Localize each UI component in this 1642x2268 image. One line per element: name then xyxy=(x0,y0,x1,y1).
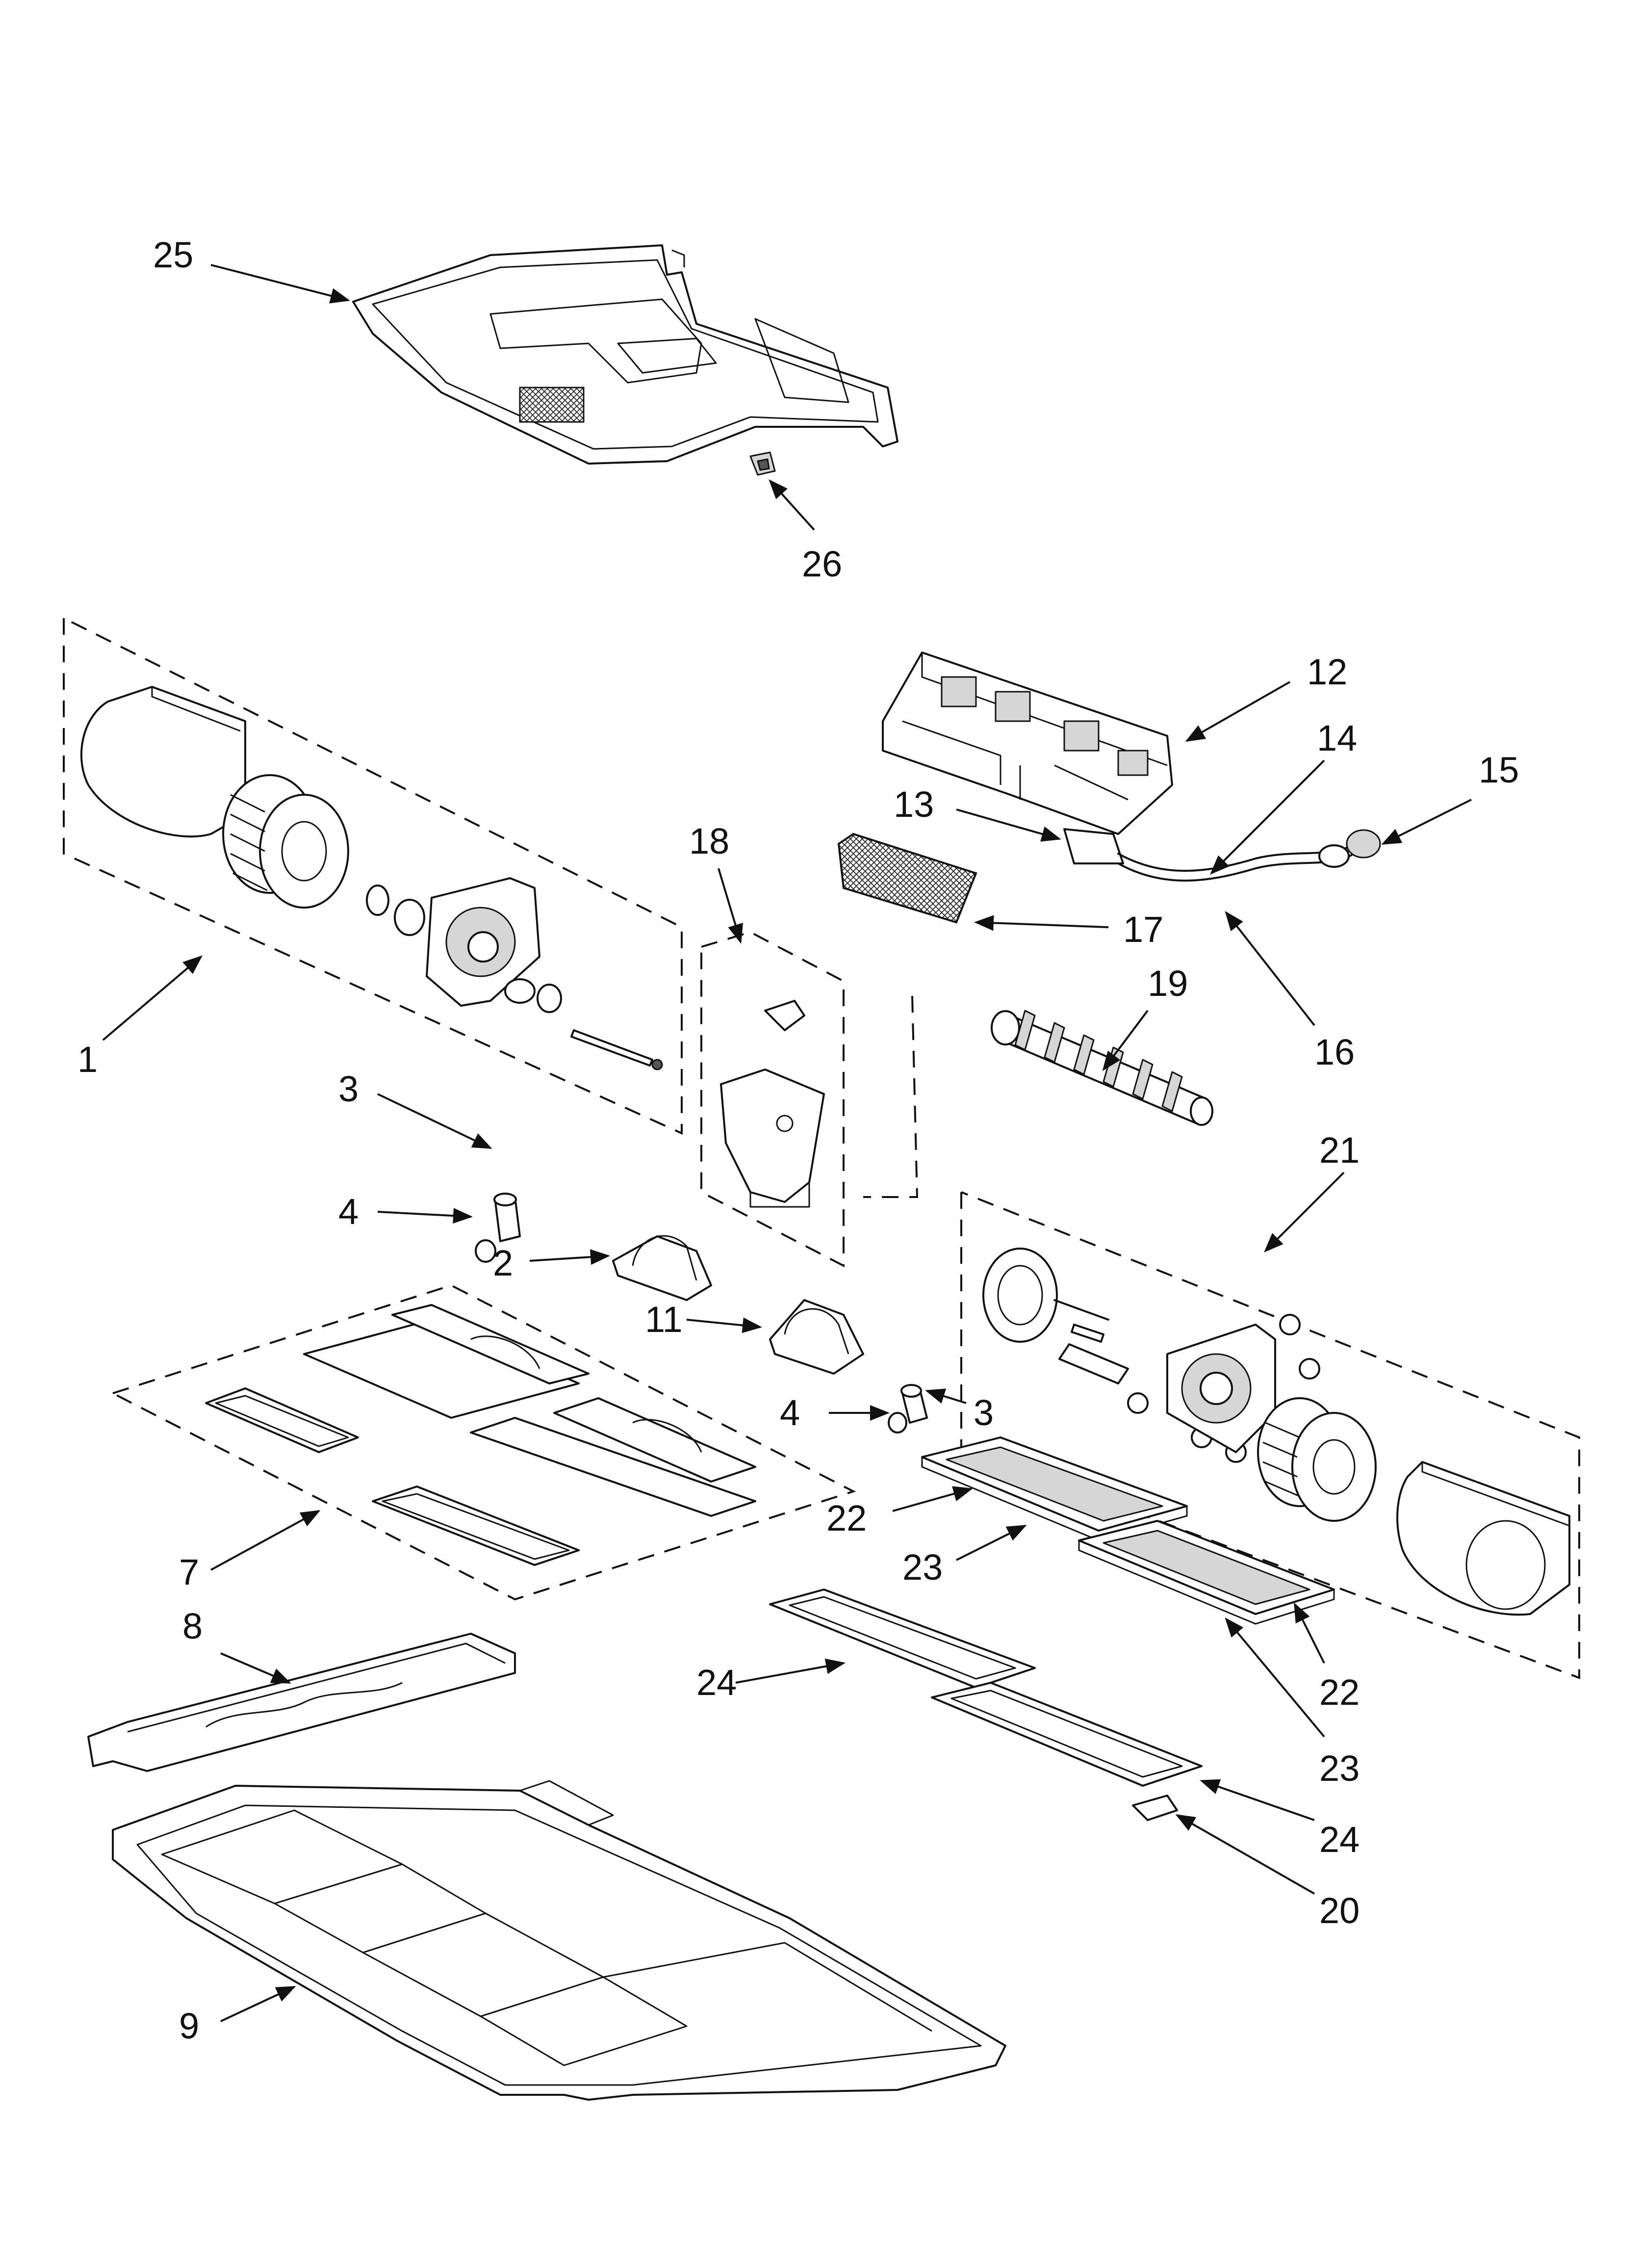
part-17-filter-mesh xyxy=(837,833,977,924)
callout-7: 7 xyxy=(179,1552,199,1592)
callout-26: 26 xyxy=(802,544,842,584)
callout-14: 14 xyxy=(1317,718,1357,758)
arrow-4a xyxy=(377,1208,473,1224)
part-22-23-filter-left xyxy=(921,1436,1188,1541)
callout-24b: 24 xyxy=(1319,1819,1360,1860)
callout-23b: 23 xyxy=(1319,1748,1360,1789)
part-2-duct xyxy=(612,1235,712,1301)
arrow-17 xyxy=(974,915,1109,931)
part-24-frame-left xyxy=(769,1589,1036,1689)
arrow-16 xyxy=(1225,911,1315,1026)
arrow-22b xyxy=(1294,1602,1325,1664)
callout-12: 12 xyxy=(1307,652,1347,692)
callout-3b: 3 xyxy=(974,1392,994,1433)
arrow-1 xyxy=(102,955,203,1041)
callout-21: 21 xyxy=(1319,1130,1360,1171)
callout-17: 17 xyxy=(1123,909,1163,950)
arrow-13 xyxy=(956,808,1061,842)
arrow-19 xyxy=(1102,1010,1149,1071)
callout-2: 2 xyxy=(493,1243,513,1283)
arrow-23a xyxy=(956,1525,1027,1561)
part-13-14-16-harness xyxy=(1063,828,1381,882)
arrow-23b xyxy=(1225,1617,1325,1738)
callout-20: 20 xyxy=(1319,1890,1360,1931)
part-25-top-panel xyxy=(352,244,898,465)
callout-4a: 4 xyxy=(338,1191,359,1232)
arrow-7 xyxy=(210,1510,321,1571)
callout-25: 25 xyxy=(153,235,193,275)
part-11-duct xyxy=(769,1299,864,1375)
group-7-boundary xyxy=(110,1284,856,1601)
part-19-coil xyxy=(991,1010,1213,1126)
callout-22a: 22 xyxy=(826,1498,867,1538)
arrow-21 xyxy=(1264,1172,1345,1252)
callout-22b: 22 xyxy=(1319,1672,1360,1713)
leader-arrows xyxy=(102,264,1472,2022)
part-21-blower-assembly xyxy=(982,1248,1570,1616)
callout-1: 1 xyxy=(77,1039,98,1080)
arrow-24b xyxy=(1200,1779,1315,1821)
arrow-20 xyxy=(1175,1814,1315,1895)
callout-16: 16 xyxy=(1314,1032,1355,1072)
callout-3a: 3 xyxy=(338,1069,359,1109)
part-24-frame-right xyxy=(931,1682,1203,1787)
arrow-25 xyxy=(210,264,350,304)
arrow-11 xyxy=(686,1317,762,1333)
part-3-4-right-pair xyxy=(888,1384,928,1434)
arrow-22a xyxy=(892,1486,973,1512)
part-22-23-filter-right xyxy=(1078,1520,1335,1625)
arrow-15 xyxy=(1381,799,1472,845)
part-26-clip xyxy=(749,451,776,476)
callout-19: 19 xyxy=(1148,963,1188,1004)
arrow-8 xyxy=(220,1652,291,1684)
part-20-clip xyxy=(1132,1795,1178,1821)
callout-24a: 24 xyxy=(696,1662,737,1703)
part-8-bracket xyxy=(87,1633,516,1772)
arrow-12 xyxy=(1185,681,1290,742)
part-12-control-bracket xyxy=(882,652,1173,835)
part-1-blower-assembly xyxy=(80,686,663,1070)
callout-23a: 23 xyxy=(902,1547,943,1588)
callout-8: 8 xyxy=(182,1606,203,1646)
group-1-boundary xyxy=(63,617,683,1135)
arrow-14 xyxy=(1210,759,1325,875)
arrow-24a xyxy=(735,1658,846,1684)
callout-4b: 4 xyxy=(780,1392,800,1433)
callout-labels: 25 26 1 18 12 14 15 13 17 19 16 3 4 2 21… xyxy=(77,235,1519,2046)
part-3-4-left-pair xyxy=(475,1193,521,1263)
arrow-2 xyxy=(529,1249,610,1265)
callout-15: 15 xyxy=(1479,750,1519,790)
part-7-filter-panels xyxy=(205,1304,756,1566)
part-18-bracket xyxy=(720,1000,825,1208)
callout-11: 11 xyxy=(645,1299,683,1340)
arrow-18 xyxy=(718,868,743,944)
connector-dashed-line xyxy=(863,995,919,1198)
arrow-3b xyxy=(925,1388,967,1404)
group-21-boundary xyxy=(960,1191,1580,1679)
part-9-base-pan xyxy=(112,1780,1006,2101)
arrow-26 xyxy=(769,479,815,531)
arrow-9 xyxy=(220,1986,296,2022)
callout-18: 18 xyxy=(689,821,729,861)
callout-9: 9 xyxy=(179,2006,199,2046)
arrow-3a xyxy=(377,1093,492,1149)
callout-13: 13 xyxy=(894,784,934,825)
